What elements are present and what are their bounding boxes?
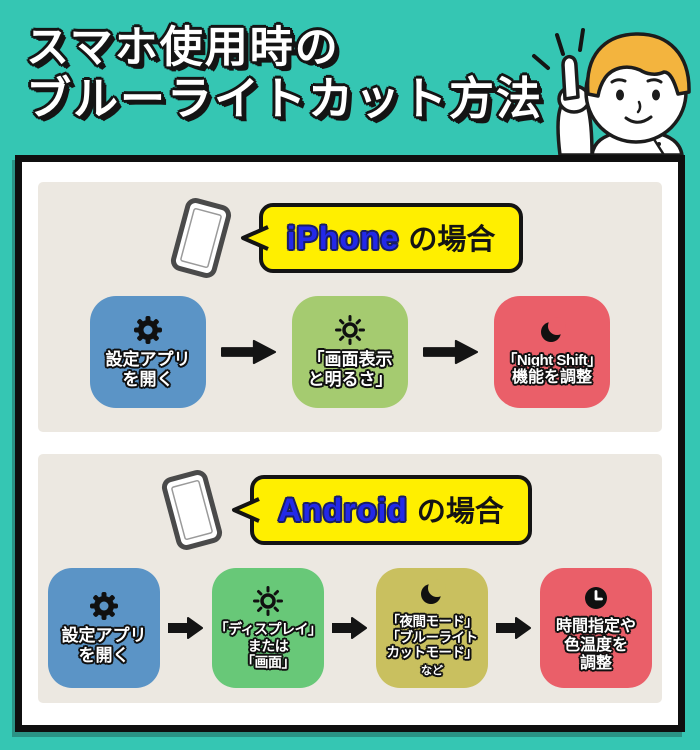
emphasis-lines-icon	[532, 28, 585, 70]
gear-icon	[134, 315, 162, 344]
step-card-night-shift: 「Night Shift」 機能を調整	[494, 296, 610, 408]
step-card-open-settings: 設定アプリ を開く	[48, 568, 160, 688]
step-card-night-mode: 「夜間モード」 「ブルーライト カットモード」 など	[376, 568, 488, 688]
android-panel-header: Android の場合	[38, 454, 662, 552]
step-label-line: カットモード」	[386, 645, 479, 661]
step-label-line: と明るさ」	[307, 370, 393, 389]
bubble-tail	[240, 225, 269, 251]
hair	[585, 32, 691, 98]
step-label-line: 機能を調整	[511, 369, 592, 387]
flow-arrow-icon	[221, 339, 277, 365]
right-eye	[652, 89, 660, 101]
flow-arrow-icon	[423, 339, 479, 365]
smartphone-icon	[162, 470, 223, 550]
left-eye	[616, 89, 624, 101]
step-label-line: 「夜間モード」	[386, 613, 479, 629]
content-frame: iPhone の場合	[15, 155, 685, 732]
step-card-adjust-schedule: 時間指定や 色温度を 調整	[540, 568, 652, 688]
bubble-brand-label: Android	[278, 492, 408, 528]
step-label-line: 設定アプリ	[105, 349, 191, 369]
title-line-2: ブルーライトカット方法	[26, 73, 544, 125]
step-card-open-settings: 設定アプリ を開く	[90, 296, 206, 408]
mouth	[624, 115, 653, 124]
step-label-line: を開く	[122, 370, 174, 389]
step-label-line: 「画面」	[241, 654, 296, 671]
bubble-suffix-label: の場合	[408, 224, 496, 256]
step-card-display-brightness: 「画面表示 と明るさ」	[292, 296, 408, 408]
moon-icon	[421, 578, 446, 604]
step-label-line: 「Night Shift」	[502, 351, 602, 369]
title-line-1: スマホ使用時の	[26, 24, 340, 72]
android-flow: 設定アプリ を開く 「ディスプレイ」	[38, 568, 662, 688]
iphone-flow: 設定アプリ を開く 「画面表示	[38, 296, 662, 408]
step-label-line: 調整	[579, 655, 612, 673]
sun-icon	[253, 586, 283, 617]
flow-arrow-icon	[496, 617, 531, 639]
bubble-brand-label: iPhone	[286, 220, 400, 256]
smartphone-icon	[170, 198, 231, 278]
step-label-line: または	[247, 637, 289, 654]
flow-arrow-icon	[168, 617, 203, 639]
step-note: など	[421, 665, 443, 678]
iphone-panel-header: iPhone の場合	[38, 182, 662, 280]
step-label-line: を開く	[78, 646, 130, 665]
step-label-line: 「ディスプレイ」	[214, 621, 322, 638]
speech-bubble: Android の場合	[232, 475, 532, 545]
speech-bubble: iPhone の場合	[240, 203, 524, 273]
android-panel: Android の場合	[38, 454, 662, 703]
page-title: スマホ使用時の ブルーライトカット方法	[26, 24, 543, 124]
presenter-illustration	[532, 28, 691, 155]
step-label-line: 時間指定や	[555, 617, 636, 635]
step-label-line: 設定アプリ	[61, 625, 147, 645]
bubble-tail	[232, 497, 260, 523]
step-label-line: 色温度を	[563, 636, 628, 654]
step-label-line: 「ブルーライト	[386, 629, 479, 645]
sun-icon	[335, 314, 365, 345]
pointing-finger	[561, 54, 580, 101]
flow-arrow-icon	[332, 617, 367, 639]
eyebrows	[610, 78, 663, 84]
step-card-display: 「ディスプレイ」 または 「画面」	[212, 568, 324, 688]
nose	[636, 100, 642, 114]
iphone-panel: iPhone の場合	[38, 182, 662, 432]
step-label-line: 「画面表示	[307, 349, 393, 369]
moon-icon	[541, 316, 566, 342]
clock-icon	[585, 586, 607, 609]
bubble-suffix-label: の場合	[416, 496, 504, 528]
gear-icon	[90, 591, 118, 620]
